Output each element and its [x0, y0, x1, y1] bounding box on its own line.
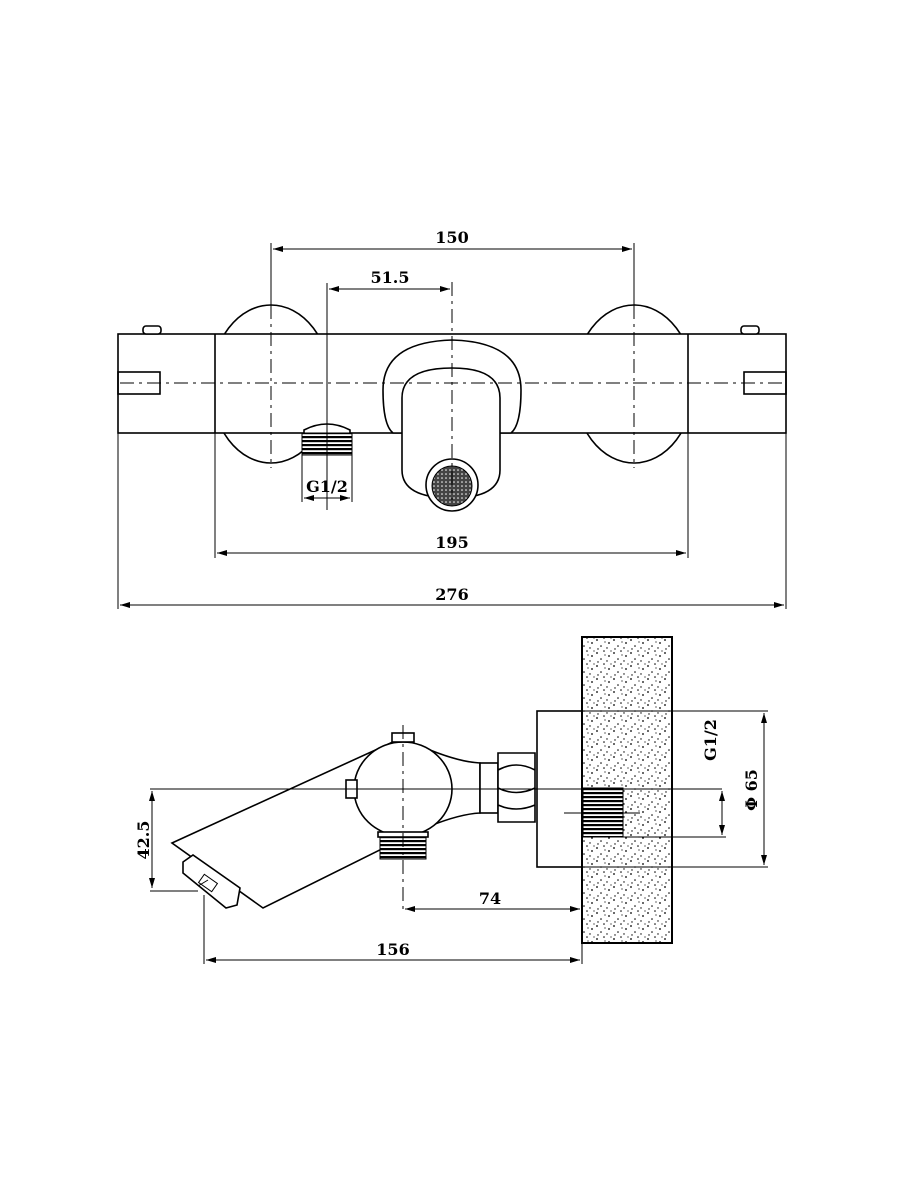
right-pin: [740, 325, 760, 335]
dim-74: 74: [479, 889, 501, 908]
top-view: 150 51.5 G1/2 195 276: [117, 228, 787, 609]
connector: [479, 762, 499, 814]
dim-thread-side: G1/2: [701, 719, 720, 761]
dim-276: 276: [435, 585, 468, 604]
dim-150: 150: [435, 228, 468, 247]
dim-195: 195: [435, 533, 468, 552]
left-pin: [142, 325, 162, 335]
dim-thread-top: G1/2: [306, 477, 348, 496]
dim-51-5: 51.5: [371, 268, 410, 287]
spout-aerator: [182, 854, 241, 909]
dim-156: 156: [376, 940, 409, 959]
wall-thread: [582, 787, 624, 838]
hex-nut: [497, 752, 536, 823]
dim-42-5: 42.5: [134, 821, 153, 860]
spout-outlet: [401, 367, 501, 499]
side-view: 42.5 74 156 G1/2 Φ 65: [134, 636, 768, 964]
dim-diameter-65: Φ 65: [742, 769, 761, 811]
